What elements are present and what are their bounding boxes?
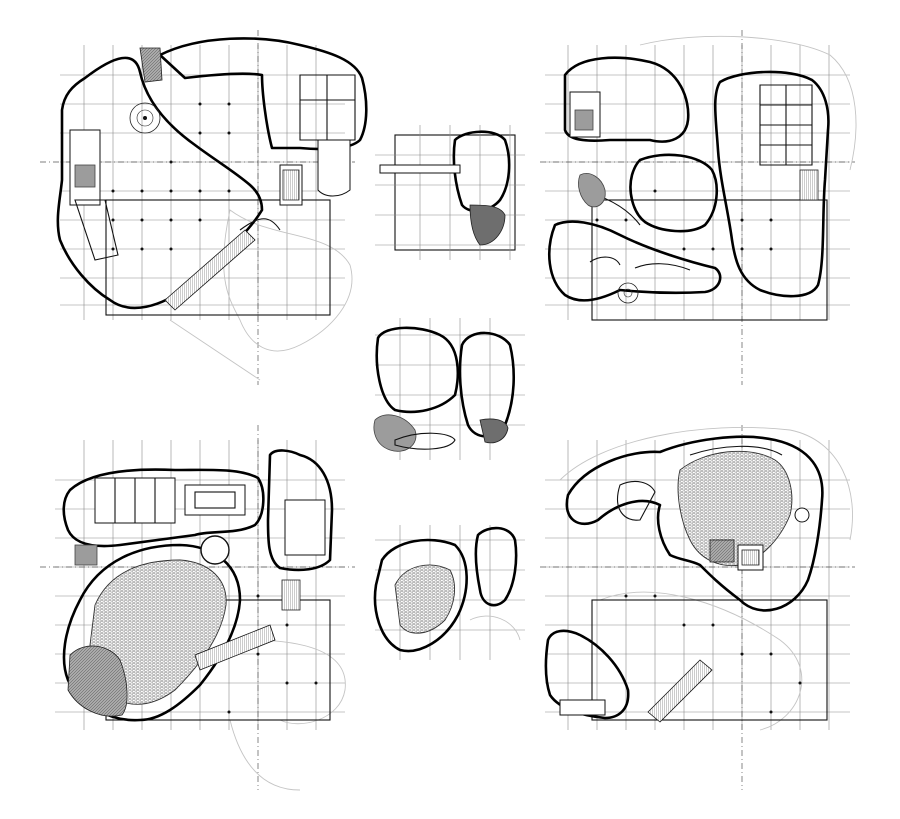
stage	[67, 645, 128, 717]
key-top	[375, 125, 525, 260]
ramp	[164, 218, 281, 311]
plan-bottom-left	[40, 425, 355, 791]
site-boundary	[591, 599, 828, 721]
key-bottom	[373, 525, 525, 660]
key-middle	[373, 318, 525, 460]
service-core-hatch	[139, 47, 163, 83]
lift-shaft-west	[74, 164, 96, 188]
column-grid	[111, 102, 231, 251]
service-core-hatch	[709, 539, 735, 563]
auditorium-seating	[677, 450, 793, 567]
projection-room	[794, 507, 810, 523]
plan-top-left	[40, 30, 368, 385]
upper-wing-outline	[62, 468, 265, 548]
key-hatch	[469, 204, 506, 246]
plan-top-right	[540, 30, 857, 385]
key-outline-east	[474, 526, 518, 607]
lower-level-outline	[223, 209, 353, 352]
north-east-pod	[713, 70, 830, 298]
site-boundary	[591, 199, 828, 321]
projection-room	[200, 535, 230, 565]
office-block	[299, 74, 356, 141]
side-room	[617, 480, 656, 521]
office-core	[284, 499, 326, 556]
pod-room	[559, 699, 606, 716]
section-axis-lines	[40, 30, 355, 385]
key-hatch-landscape	[373, 414, 417, 452]
key-outline-west	[373, 538, 468, 653]
meeting-room	[184, 484, 246, 516]
ramp	[647, 659, 713, 723]
key-walkway	[379, 164, 461, 174]
east-tower-outline	[266, 449, 334, 572]
west-wing-pod	[544, 629, 630, 720]
atrium-void	[129, 102, 161, 134]
key-seating	[394, 564, 456, 634]
key-outline	[452, 130, 511, 213]
north-wing-outline	[158, 37, 368, 151]
center-pod	[629, 153, 719, 233]
north-west-pod	[563, 56, 690, 143]
meeting-tables	[589, 256, 691, 271]
lift-shaft	[74, 544, 98, 566]
spiral-stair	[617, 282, 639, 304]
west-pod	[548, 220, 722, 302]
reception-block	[317, 139, 351, 197]
west-room	[74, 199, 119, 261]
ramp	[194, 624, 276, 671]
auditorium-outline	[62, 543, 242, 722]
landscape-hatch	[578, 173, 606, 208]
plan-bottom-right	[540, 425, 855, 790]
office-strip	[759, 84, 813, 166]
key-outline-west	[375, 326, 460, 414]
main-slab-outline	[565, 435, 824, 612]
